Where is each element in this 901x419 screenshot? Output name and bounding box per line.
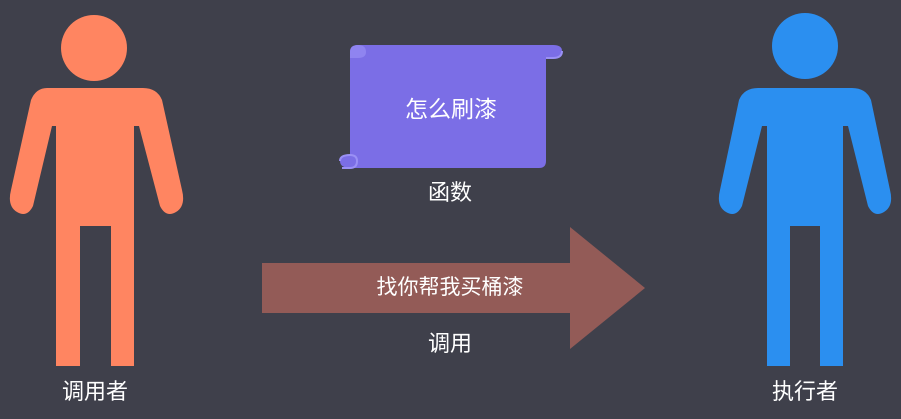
executor-person-icon bbox=[718, 13, 892, 366]
executor-label: 执行者 bbox=[771, 380, 838, 405]
function-scroll-icon bbox=[339, 45, 563, 169]
function-scroll-text: 怎么刷漆 bbox=[405, 97, 497, 123]
caller-person-icon bbox=[9, 15, 184, 366]
caller-label: 调用者 bbox=[61, 380, 128, 405]
call-label: 调用 bbox=[427, 332, 472, 357]
call-arrow-icon bbox=[262, 227, 645, 349]
function-label: 函数 bbox=[427, 181, 472, 206]
call-arrow-text: 找你帮我买桶漆 bbox=[376, 275, 524, 299]
